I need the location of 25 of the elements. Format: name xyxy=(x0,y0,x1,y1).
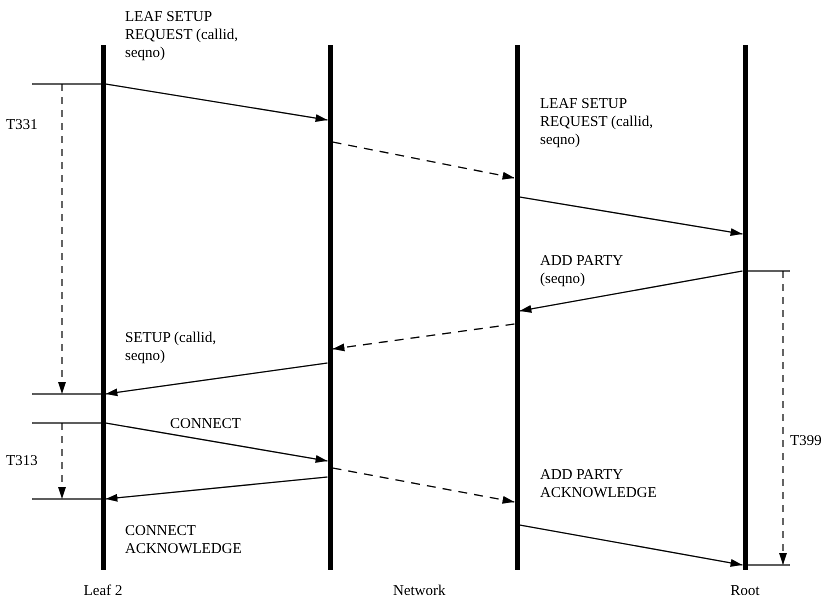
lifeline-bar xyxy=(328,45,332,570)
arrow xyxy=(332,323,515,352)
arrow xyxy=(519,196,743,236)
timer-label: T313 xyxy=(6,452,38,470)
participant-label: Network xyxy=(393,582,446,600)
arrow xyxy=(332,141,515,180)
message-label: CONNECT xyxy=(170,415,241,433)
arrow xyxy=(519,524,743,567)
lifeline-bar xyxy=(514,45,520,570)
message-label: SETUP (callid, seqno) xyxy=(125,329,218,365)
arrow xyxy=(519,270,743,313)
participant-label: Leaf 2 xyxy=(84,582,122,600)
arrow xyxy=(332,467,515,504)
timer-label: T331 xyxy=(6,116,38,134)
message-label: LEAF SETUP REQUEST (callid, seqno) xyxy=(540,95,654,149)
timer-label: T399 xyxy=(790,432,822,450)
arrow xyxy=(105,422,328,463)
message-label: LEAF SETUP REQUEST (callid, seqno) xyxy=(125,8,240,62)
message-label: CONNECT ACKNOWLEDGE xyxy=(125,522,243,558)
arrow xyxy=(105,476,328,502)
message-label: ADD PARTY (seqno) xyxy=(540,252,624,288)
arrow xyxy=(105,83,328,122)
arrow xyxy=(105,362,328,396)
message-label: ADD PARTY ACKNOWLEDGE xyxy=(540,466,658,502)
participant-label: Root xyxy=(730,582,760,600)
